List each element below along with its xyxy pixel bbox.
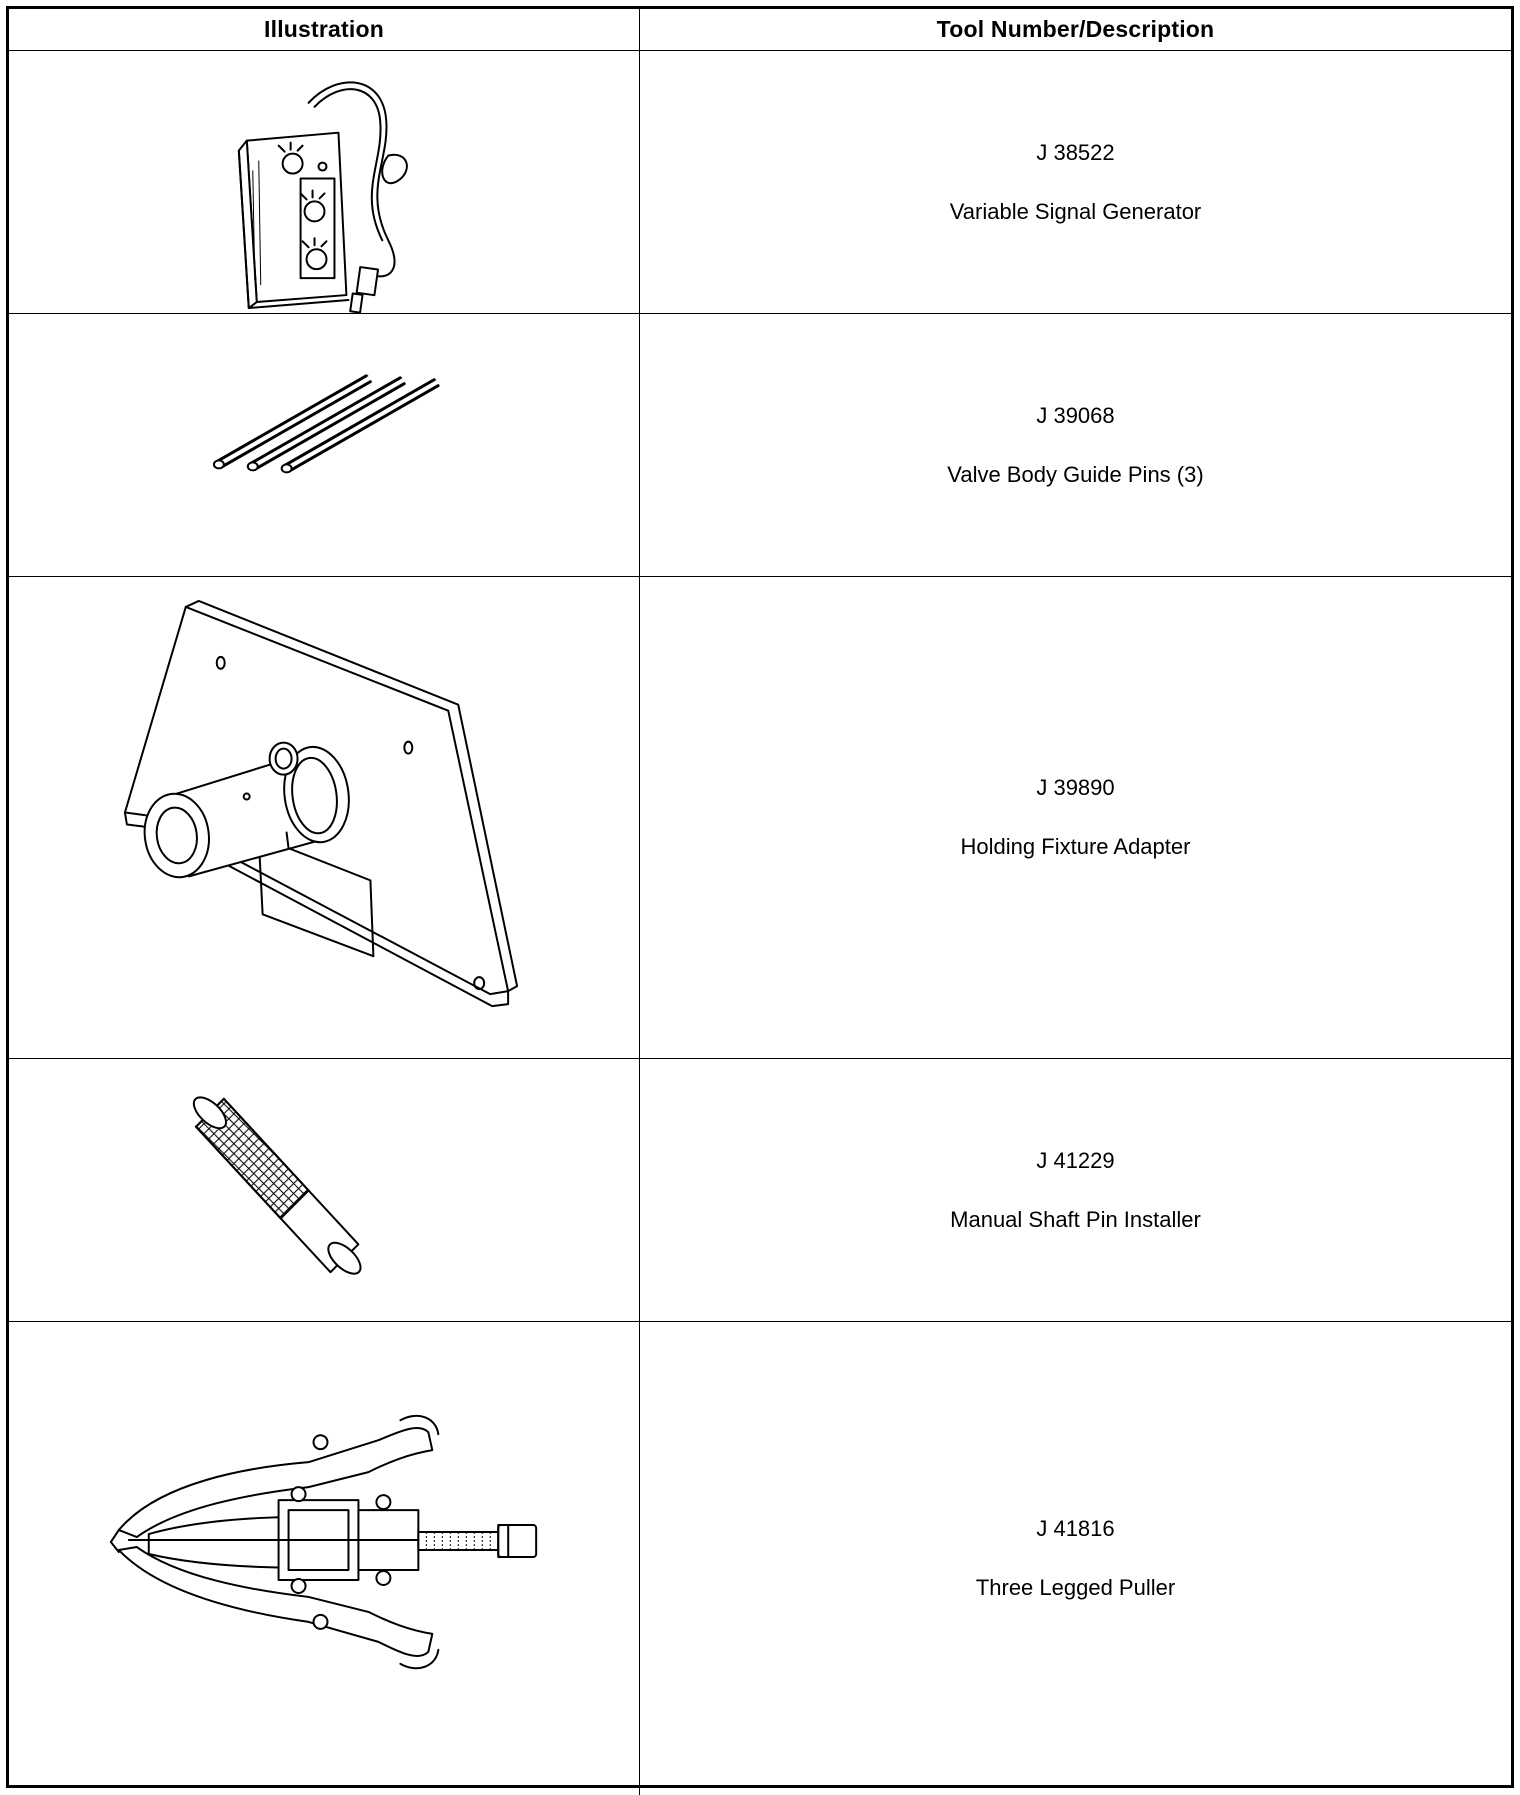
holding-fixture-adapter-icon: [123, 599, 519, 1008]
tool-description: Holding Fixture Adapter: [960, 834, 1191, 859]
description-cell: J 38522 Variable Signal Generator: [640, 51, 1511, 314]
illustration-cell: [9, 1059, 640, 1322]
tool-description: Variable Signal Generator: [949, 198, 1202, 224]
description-cell: J 41816 Three Legged Puller: [640, 1322, 1511, 1795]
tool-description: Three Legged Puller: [975, 1575, 1176, 1600]
tools-table: Illustration Tool Number/Description: [6, 6, 1514, 1795]
tool-description: Manual Shaft Pin Installer: [950, 1206, 1201, 1232]
illustration-cell: [9, 51, 640, 314]
tool-number: J 41229: [1036, 1147, 1115, 1173]
description-cell: J 39068 Valve Body Guide Pins (3): [640, 314, 1511, 577]
illustration-cell: [9, 577, 640, 1059]
column-header-illustration: Illustration: [9, 9, 640, 51]
tool-number: J 41816: [1036, 1516, 1115, 1541]
description-cell: J 39890 Holding Fixture Adapter: [640, 577, 1511, 1059]
pin-installer-icon: [192, 1096, 362, 1275]
three-legged-puller-icon: [109, 1414, 538, 1670]
tool-number: J 39068: [1036, 402, 1115, 428]
description-cell: J 41229 Manual Shaft Pin Installer: [640, 1059, 1511, 1322]
tool-number: J 38522: [1036, 139, 1115, 165]
tool-number: J 39890: [1036, 775, 1115, 800]
illustration-cell: [9, 1322, 640, 1795]
tool-description: Valve Body Guide Pins (3): [947, 461, 1204, 487]
variable-signal-generator-icon: [237, 81, 408, 313]
column-header-description: Tool Number/Description: [640, 9, 1511, 51]
guide-pins-icon: [212, 374, 440, 474]
illustration-cell: [9, 314, 640, 577]
